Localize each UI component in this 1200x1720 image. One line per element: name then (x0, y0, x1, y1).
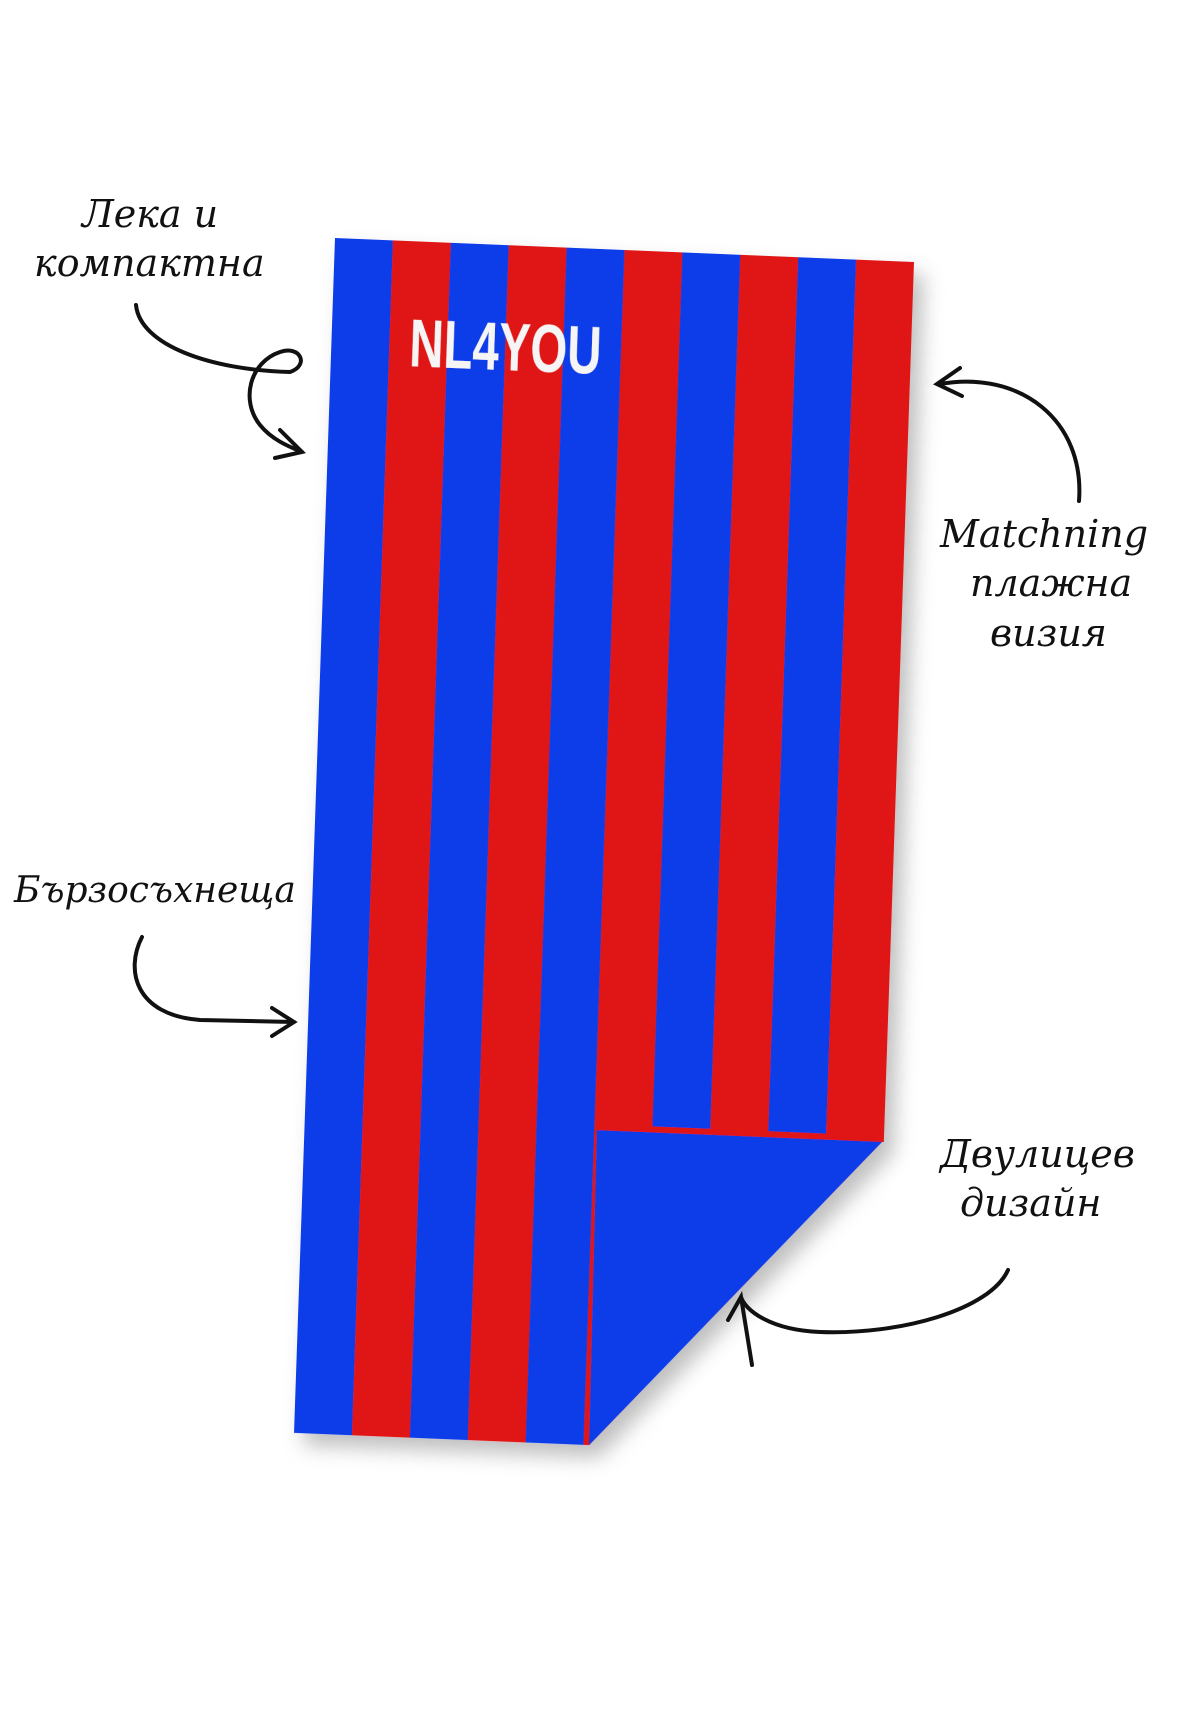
annotation-line: дизайн (960, 1181, 1102, 1226)
arrow-matching (933, 366, 1082, 503)
fold-edge (596, 1124, 885, 1143)
arrow-light-compact (134, 303, 306, 460)
arrow-double-sided (726, 1268, 1010, 1367)
stripe-red (351, 240, 452, 1438)
annotation-matching: Matchning плажна визия (940, 510, 1148, 658)
annotation-line: Лека и (82, 192, 219, 236)
annotation-line: Двулицев (940, 1132, 1135, 1176)
brand-logo: NL4YOU (408, 305, 603, 389)
arrows (132, 303, 1082, 1367)
stripe-blue (409, 242, 510, 1441)
annotation-quick-dry: Бързосъхнеща (14, 868, 296, 915)
stripe-blue (525, 247, 626, 1446)
annotation-double-sided: Двулицев дизайн (940, 1130, 1135, 1229)
stripe-blue (294, 238, 394, 1436)
annotation-line: Бързосъхнеща (14, 870, 296, 911)
towel-fold-back (589, 1128, 884, 1446)
annotation-line: Matchning (940, 512, 1149, 556)
annotation-light-compact: Лека и компактна (34, 190, 265, 289)
arrow-quick-dry (132, 935, 298, 1038)
stripe-red (467, 245, 568, 1443)
annotation-line: плажна (970, 561, 1133, 606)
annotation-line: компактна (34, 241, 265, 286)
annotation-line: визия (990, 610, 1107, 655)
